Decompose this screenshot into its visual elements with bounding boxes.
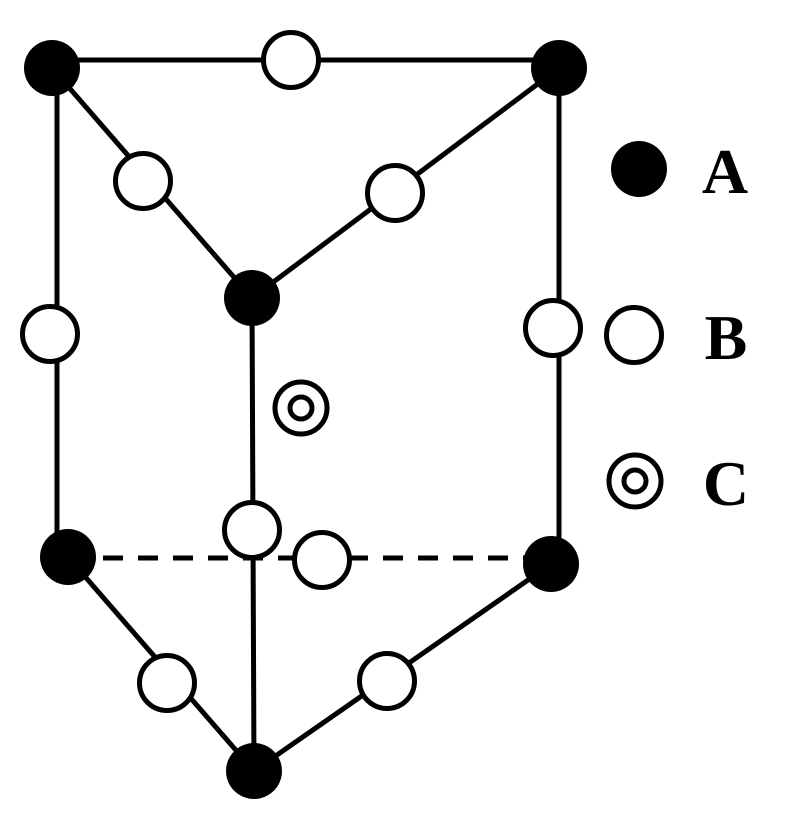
atom-B (523, 298, 583, 358)
atom-B (137, 653, 197, 713)
atom-B (365, 163, 425, 223)
legend-swatch-B (604, 305, 664, 365)
atom-A (24, 40, 80, 96)
legend-label-A: A (702, 136, 748, 207)
legend-label-C: C (703, 448, 749, 519)
atom-A (226, 743, 282, 799)
atoms-layer (20, 30, 587, 799)
atom-A (224, 270, 280, 326)
atom-B (222, 500, 282, 560)
atom-A (40, 529, 96, 585)
legend-swatch-C (606, 452, 664, 510)
atom-B (113, 151, 173, 211)
legend-swatch-A (611, 141, 667, 197)
atom-B (292, 530, 352, 590)
legend: A B C (604, 136, 749, 519)
atom-B (357, 651, 417, 711)
atom-C (272, 379, 330, 437)
atom-A (523, 536, 579, 592)
atom-B (261, 30, 321, 90)
atom-B (20, 304, 80, 364)
legend-label-B: B (705, 302, 748, 373)
atom-A (531, 40, 587, 96)
